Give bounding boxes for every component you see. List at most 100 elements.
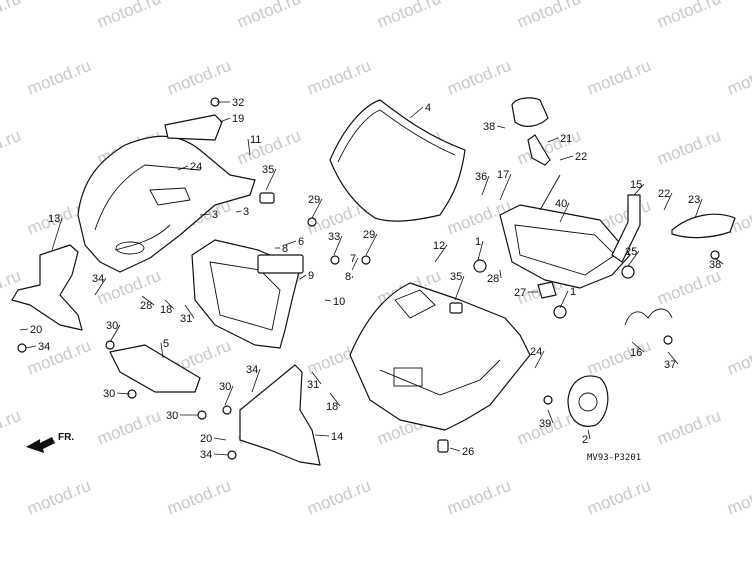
leader-line — [631, 341, 645, 353]
watermark-text: motod.ru — [584, 336, 653, 379]
watermark-text: motod.ru — [24, 476, 93, 519]
watermark-text: motod.ru — [234, 0, 303, 32]
watermark-text: motod.ru — [234, 126, 303, 169]
callout-number: 4 — [425, 102, 431, 114]
leader-line — [51, 217, 63, 251]
leader-line — [116, 392, 131, 395]
callout-number: 27 — [514, 287, 526, 299]
leader-line — [184, 304, 195, 319]
leader-line — [496, 125, 506, 129]
callout-number: 30 — [219, 381, 231, 393]
callout-number: 28 — [140, 300, 152, 312]
leader-line — [449, 447, 461, 452]
callout-number: 39 — [539, 418, 551, 430]
callout-number: 34 — [38, 341, 50, 353]
callout-number: 34 — [200, 449, 212, 461]
callout-number: 11 — [250, 134, 261, 146]
callout-number: 35 — [450, 271, 462, 283]
watermark-text: motod.ru — [724, 56, 752, 99]
leader-line — [329, 392, 341, 407]
leader-line — [324, 299, 332, 302]
watermark-text: motod.ru — [374, 0, 443, 32]
leader-line — [633, 183, 645, 196]
callout-number: 18 — [160, 304, 172, 316]
leader-line — [199, 213, 211, 216]
leader-line — [587, 429, 591, 440]
leader-line — [454, 275, 465, 301]
callout-number: 1 — [570, 286, 576, 298]
watermark-text: motod.ru — [304, 56, 373, 99]
callout-number: 34 — [246, 364, 258, 376]
callout-number: 23 — [688, 194, 700, 206]
leader-line — [333, 235, 343, 256]
watermark-text: motod.ru — [0, 126, 24, 169]
callout-number: 29 — [363, 229, 375, 241]
callout-number: 20 — [30, 324, 42, 336]
callout-number: 3 — [212, 209, 218, 221]
leader-line — [311, 198, 323, 219]
bracket-19 — [164, 114, 223, 141]
watermark-text: motod.ru — [24, 56, 93, 99]
callout-number: 31 — [180, 313, 192, 325]
callout-number: 5 — [163, 338, 169, 350]
callout-number: 10 — [333, 296, 345, 308]
callout-number: 36 — [475, 171, 487, 183]
leader-line — [499, 269, 502, 279]
leader-line — [534, 350, 545, 369]
watermark-text: motod.ru — [164, 476, 233, 519]
leader-line — [109, 324, 121, 343]
callout-number: 40 — [555, 198, 567, 210]
mirror-right — [671, 213, 736, 239]
harness-16 — [624, 308, 673, 326]
stay-13 — [11, 244, 83, 331]
leader-line — [547, 409, 554, 424]
diagram-code: MV93-P3201 — [587, 453, 641, 463]
callout-number: 31 — [307, 379, 319, 391]
leader-line — [409, 106, 424, 119]
callout-number: 34 — [92, 273, 104, 285]
leader-line — [559, 290, 569, 309]
leader-line — [314, 434, 330, 437]
leader-line — [177, 165, 189, 171]
callout-number: 25 — [625, 246, 637, 258]
callout-number: 9 — [308, 270, 314, 282]
watermark-text: motod.ru — [0, 0, 24, 32]
right-cowl — [349, 282, 531, 431]
callout-number: 22 — [575, 151, 587, 163]
callout-number: 32 — [232, 97, 244, 109]
leader-line — [141, 295, 155, 306]
watermark-text: motod.ru — [94, 266, 163, 309]
callout-number: 3 — [243, 206, 249, 218]
callout-number: 24 — [530, 346, 542, 358]
callout-number: 2 — [582, 434, 588, 446]
leader-lines — [19, 101, 724, 456]
fasteners — [17, 97, 720, 460]
leader-line — [481, 175, 490, 196]
leader-line — [235, 210, 242, 213]
leader-line — [477, 240, 484, 261]
leader-line — [299, 274, 307, 280]
callout-number: 30 — [106, 320, 118, 332]
callout-number: 30 — [103, 388, 115, 400]
callout-number: 19 — [232, 113, 244, 125]
leader-line — [694, 198, 703, 219]
leader-line — [265, 168, 277, 191]
callout-number: 38 — [483, 121, 495, 133]
cowl-stay — [499, 174, 631, 289]
callout-number: 24 — [190, 161, 202, 173]
watermark-text: motod.ru — [654, 266, 723, 309]
watermark-text: motod.ru — [0, 406, 24, 449]
leader-line — [311, 371, 322, 385]
leader-line — [164, 299, 175, 310]
inner-panel — [191, 239, 304, 349]
watermark-text: motod.ru — [514, 126, 583, 169]
callout-number: 35 — [262, 164, 274, 176]
callout-number: 29 — [308, 194, 320, 206]
leader-line — [25, 345, 37, 349]
mirror-left — [511, 97, 551, 166]
callout-number: 13 — [48, 213, 60, 225]
callout-number: 8 — [345, 271, 351, 283]
callout-number: 26 — [462, 446, 474, 458]
